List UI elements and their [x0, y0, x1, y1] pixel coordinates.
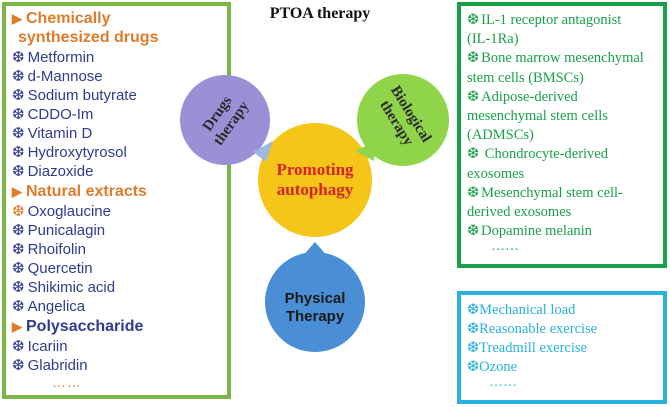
snowflake-bullet-icon: ❆	[12, 298, 25, 315]
physical-therapy-panel: ❆Mechanical load ❆Reasonable exercise ❆T…	[457, 291, 667, 404]
snowflake-bullet-icon: ❆	[12, 144, 25, 161]
list-item: ❆Glabridin	[12, 357, 88, 374]
heading-chemically-synthesized: ▶Chemically	[12, 10, 111, 27]
list-item: ❆Sodium butyrate	[12, 87, 137, 104]
snowflake-bullet-icon: ❆	[12, 222, 25, 239]
list-item: ❆Oxoglaucine	[12, 203, 111, 220]
list-item: ❆ Chondrocyte-derived	[467, 146, 608, 163]
snowflake-bullet-icon: ❆	[467, 50, 480, 67]
list-item: ❆Reasonable exercise	[467, 321, 598, 337]
snowflake-bullet-icon: ❆	[467, 321, 480, 337]
drugs-therapy-circle	[180, 75, 270, 165]
drugs-list-panel: ▶Chemically synthesized drugs ❆Metformin…	[2, 2, 231, 399]
list-item: ❆Mechanical load	[467, 302, 576, 318]
list-item: stem cells (BMSCs)	[467, 69, 584, 86]
list-item: ❆Hydroxytyrosol	[12, 144, 127, 161]
snowflake-bullet-icon: ❆	[12, 279, 25, 296]
snowflake-bullet-icon: ❆	[12, 106, 25, 123]
triangle-bullet-icon: ▶	[12, 11, 22, 26]
ellipsis: ……	[491, 239, 519, 255]
ellipsis: ……	[489, 375, 517, 390]
list-item: exosomes	[467, 165, 525, 182]
page-title: PTOA therapy	[269, 5, 371, 22]
list-item: ❆Angelica	[12, 298, 86, 315]
snowflake-bullet-icon: ❆	[12, 163, 25, 180]
triangle-bullet-icon: ▶	[12, 319, 22, 334]
list-item: ❆Icariin	[12, 338, 68, 355]
list-item: ❆Quercetin	[12, 260, 93, 277]
list-item: ❆Dopamine melanin	[467, 223, 592, 240]
biological-therapy-circle	[357, 74, 449, 166]
list-item: ❆Treadmill exercise	[467, 340, 587, 356]
snowflake-bullet-icon: ❆	[467, 12, 480, 28]
promoting-autophagy-circle	[258, 123, 372, 237]
biological-therapy-panel: ❆IL-1 receptor antagonist (IL-1Ra) ❆Bone m…	[457, 2, 667, 268]
therapy-diagram	[180, 74, 449, 352]
snowflake-bullet-icon: ❆	[12, 338, 25, 355]
physical-connector-arrow	[301, 242, 329, 258]
snowflake-bullet-icon: ❆	[12, 68, 25, 85]
snowflake-bullet-icon: ❆	[12, 260, 25, 277]
list-item: ❆CDDO-Im	[12, 106, 94, 123]
promoting-autophagy-label: Promoting autophagy	[276, 160, 354, 199]
snowflake-bullet-icon: ❆	[12, 125, 25, 142]
physical-therapy-circle	[265, 252, 365, 352]
triangle-bullet-icon: ▶	[12, 184, 22, 199]
snowflake-bullet-icon: ❆	[467, 223, 480, 240]
list-item: ❆Shikimic acid	[12, 279, 116, 296]
physical-therapy-label: Physical Therapy	[284, 290, 346, 325]
heading-chemically-synthesized-line2: synthesized drugs	[18, 29, 159, 46]
snowflake-bullet-icon: ❆	[12, 357, 25, 374]
list-item: ❆d-Mannose	[12, 68, 103, 85]
list-item: ❆Vitamin D	[12, 125, 93, 142]
drugs-connector-arrow	[253, 141, 273, 162]
snowflake-bullet-icon: ❆	[467, 184, 480, 201]
list-item: ❆Bone marrow mesenchymal	[467, 50, 644, 67]
list-item: ❆Mesenchymal stem cell-	[467, 184, 623, 201]
heading-natural-extracts: ▶Natural extracts	[12, 183, 147, 200]
snowflake-bullet-icon: ❆	[12, 203, 25, 220]
snowflake-bullet-icon: ❆	[467, 340, 480, 356]
list-item: (IL-1Ra)	[467, 31, 519, 48]
list-item: mesenchymal stem cells	[467, 108, 608, 124]
snowflake-bullet-icon: ❆	[467, 302, 480, 318]
list-item: ❆IL-1 receptor antagonist	[467, 12, 622, 28]
snowflake-bullet-icon: ❆	[12, 87, 25, 104]
snowflake-bullet-icon: ❆	[12, 241, 25, 258]
list-item: ❆Metformin	[12, 49, 95, 66]
biological-connector-arrow	[355, 141, 376, 161]
heading-polysaccharide: ▶Polysaccharide	[12, 318, 144, 335]
list-item: ❆Ozone	[467, 359, 517, 375]
ellipsis: ……	[52, 374, 82, 390]
list-item: (ADMSCs)	[467, 127, 534, 144]
snowflake-bullet-icon: ❆	[12, 49, 25, 66]
snowflake-bullet-icon: ❆	[467, 146, 480, 163]
snowflake-bullet-icon: ❆	[467, 88, 480, 105]
snowflake-bullet-icon: ❆	[467, 359, 480, 375]
list-item: derived exosomes	[467, 204, 572, 220]
list-item: ❆Rhoifolin	[12, 241, 86, 258]
list-item: ❆Punicalagin	[12, 222, 106, 239]
list-item: ❆Adipose-derived	[467, 88, 578, 105]
list-item: ❆Diazoxide	[12, 163, 94, 180]
